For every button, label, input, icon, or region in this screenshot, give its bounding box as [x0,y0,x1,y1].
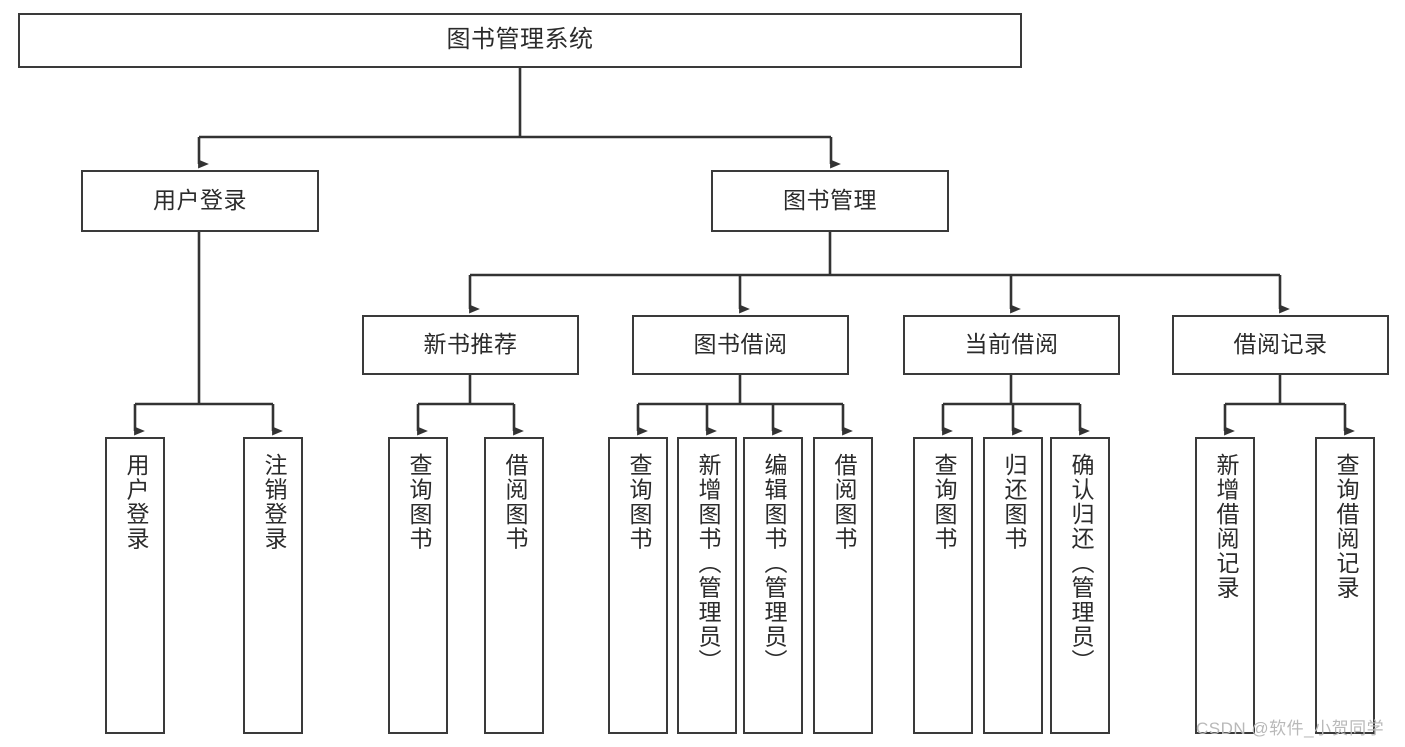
node-leaf-query-book-2-label: 查询图书 [625,453,652,551]
node-borrow-record-label: 借阅记录 [1233,331,1328,358]
node-leaf-borrow-book-2[interactable]: 借阅图书 [813,437,873,734]
node-leaf-user-login[interactable]: 用户登录 [105,437,165,734]
node-leaf-confirm-return[interactable]: 确认归还（管理员） [1050,437,1110,734]
node-new-book-recommend-label: 新书推荐 [423,331,518,358]
node-leaf-query-book-3-label: 查询图书 [930,453,957,551]
node-leaf-confirm-return-label: 确认归还（管理员） [1067,453,1094,674]
node-leaf-query-record[interactable]: 查询借阅记录 [1315,437,1375,734]
node-leaf-add-book-label: 新增图书（管理员） [694,453,721,674]
node-leaf-borrow-book-2-label: 借阅图书 [830,453,857,551]
node-root[interactable]: 图书管理系统 [18,13,1022,68]
csdn-watermark: CSDN @软件_小贺同学 [1196,719,1385,738]
node-user-login[interactable]: 用户登录 [81,170,319,232]
node-leaf-borrow-book-1-label: 借阅图书 [501,453,528,551]
node-leaf-query-book-3[interactable]: 查询图书 [913,437,973,734]
node-book-manage[interactable]: 图书管理 [711,170,949,232]
node-book-borrow[interactable]: 图书借阅 [632,315,849,375]
node-borrow-record[interactable]: 借阅记录 [1172,315,1389,375]
node-leaf-edit-book-label: 编辑图书（管理员） [760,453,787,674]
node-leaf-add-record[interactable]: 新增借阅记录 [1195,437,1255,734]
node-leaf-user-login-label: 用户登录 [122,453,149,551]
node-leaf-logout[interactable]: 注销登录 [243,437,303,734]
node-leaf-return-book[interactable]: 归还图书 [983,437,1043,734]
node-leaf-borrow-book-1[interactable]: 借阅图书 [484,437,544,734]
node-book-manage-label: 图书管理 [783,187,877,214]
node-leaf-return-book-label: 归还图书 [1000,453,1027,551]
node-book-borrow-label: 图书借阅 [693,331,788,358]
node-root-label: 图书管理系统 [446,26,594,54]
node-leaf-add-book[interactable]: 新增图书（管理员） [677,437,737,734]
node-leaf-query-book-1[interactable]: 查询图书 [388,437,448,734]
node-new-book-recommend[interactable]: 新书推荐 [362,315,579,375]
node-user-login-label: 用户登录 [153,187,247,214]
node-current-borrow[interactable]: 当前借阅 [903,315,1120,375]
node-current-borrow-label: 当前借阅 [964,331,1059,358]
node-leaf-add-record-label: 新增借阅记录 [1212,453,1239,600]
node-leaf-logout-label: 注销登录 [260,453,287,551]
node-leaf-query-record-label: 查询借阅记录 [1332,453,1359,600]
node-leaf-query-book-1-label: 查询图书 [405,453,432,551]
node-leaf-query-book-2[interactable]: 查询图书 [608,437,668,734]
node-leaf-edit-book[interactable]: 编辑图书（管理员） [743,437,803,734]
